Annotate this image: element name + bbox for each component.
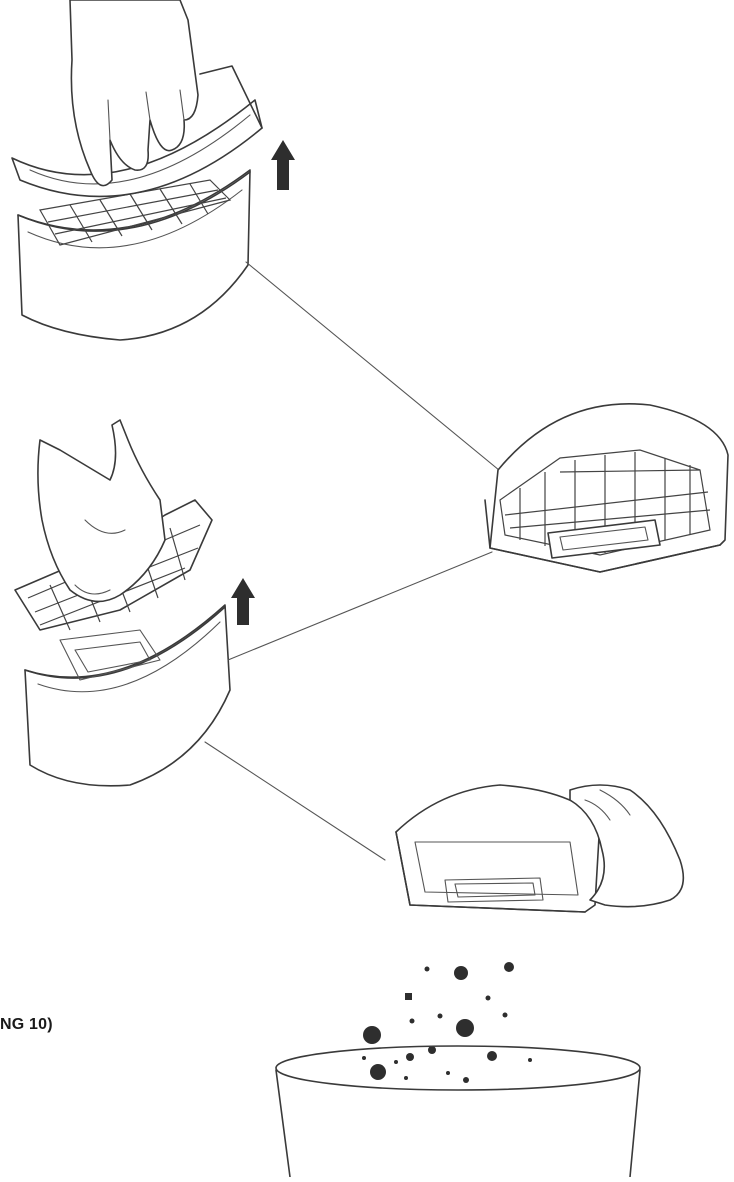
filter-grid-detail <box>485 404 728 572</box>
up-arrow-icon <box>271 140 295 190</box>
dirt-particles <box>362 962 532 1083</box>
step-empty-bin-illustration <box>396 785 683 912</box>
connector-line <box>228 552 492 660</box>
step-remove-lid-illustration <box>12 0 295 340</box>
dustbin-icon <box>276 1046 640 1177</box>
connector-line <box>246 262 505 475</box>
step-caption: NG 10) <box>0 1016 53 1034</box>
connector-line <box>205 742 385 860</box>
up-arrow-icon <box>231 578 255 625</box>
step-remove-filter-illustration <box>15 420 255 786</box>
